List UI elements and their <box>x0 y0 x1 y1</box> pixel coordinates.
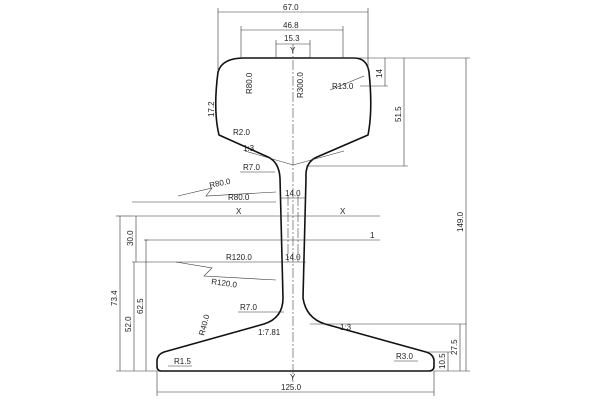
foot-edge-left-label: R1.5 <box>174 357 191 366</box>
web-radius-top-a-label: R80.0 <box>209 177 232 190</box>
dim-62-5-label: 62.5 <box>136 298 145 314</box>
axis-x-left-label: X <box>236 207 242 216</box>
dim-10-5-label: 10.5 <box>438 353 447 369</box>
corner-radius-leader <box>329 75 365 91</box>
dim-base-label: 125.0 <box>281 383 302 392</box>
corner-radius-label: R13.0 <box>332 82 354 91</box>
dim-30-label: 30.0 <box>126 230 135 246</box>
web-radius-top-b-label: R80.0 <box>228 193 250 202</box>
web-radius-bottom-a-label: R120.0 <box>226 253 252 262</box>
head-side-depth-label: 17.2 <box>207 101 216 117</box>
dim-73-4-label: 73.4 <box>110 290 119 306</box>
rail-profile-outline <box>156 57 435 372</box>
dim-52-label: 52.0 <box>124 316 133 332</box>
dim-crown-label: 15.3 <box>284 34 300 43</box>
neck-radius-label: R7.0 <box>243 163 260 172</box>
axis-y-top-label: Y <box>290 46 296 55</box>
dim-height-label: 149.0 <box>456 211 465 232</box>
foot-slope-left-label: 1:7.81 <box>258 328 281 337</box>
axis-x-right-label: X <box>340 207 346 216</box>
foot-radius-40-label: R40.0 <box>197 313 211 336</box>
foot-edge-right-label: R3.0 <box>396 352 413 361</box>
dim-head-width-label: 67.0 <box>283 3 299 12</box>
web-radius-top-leader <box>177 187 277 197</box>
fillet-r2-label: R2.0 <box>233 128 250 137</box>
dim-head-depth-label: 51.5 <box>394 106 403 122</box>
web-radius-bottom-leader <box>175 261 277 281</box>
dim-27-5-label: 27.5 <box>450 339 459 355</box>
axis-one-label: 1 <box>370 231 375 240</box>
web-radius-bottom-b-label: R120.0 <box>211 277 238 290</box>
foot-slope-right-label: 1:3 <box>340 323 352 332</box>
head-side-radius-label: R80.0 <box>245 72 254 94</box>
dim-corner-drop-label: 14 <box>375 69 384 78</box>
head-slope-label: 1:3 <box>243 144 255 153</box>
crown-radius-label: R300.0 <box>296 72 305 98</box>
foot-radius-7-label: R7.0 <box>240 303 257 312</box>
dim-web-top-label: 14.0 <box>285 189 301 198</box>
dim-head-top-label: 46.8 <box>283 21 299 30</box>
axis-y-bottom-label: Y <box>290 373 296 382</box>
dim-web-bottom-label: 14.0 <box>285 253 301 262</box>
